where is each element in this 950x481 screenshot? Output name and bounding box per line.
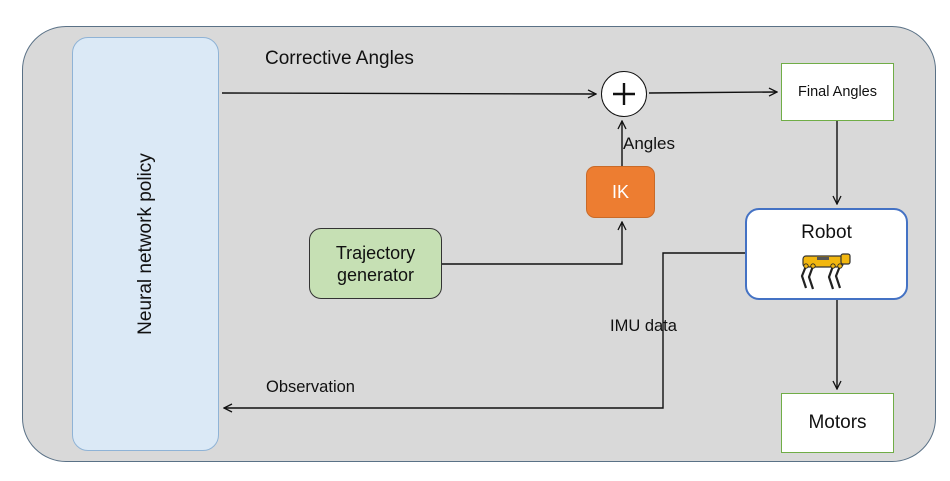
plus-icon [612, 82, 635, 105]
observation-label: Observation [266, 378, 355, 396]
trajectory-generator-label-line1: Trajectory [335, 242, 416, 263]
final-angles-label: Final Angles [798, 84, 877, 100]
sum-to-final-angles-arrow [648, 92, 777, 93]
sum-junction [601, 71, 647, 117]
motors-label: Motors [808, 412, 867, 433]
robot-label: Robot [801, 222, 852, 243]
corrective-angles-arrow [221, 93, 596, 94]
angles-label: Angles [623, 134, 675, 153]
trajectory-generator-box: Trajectory generator [309, 228, 442, 299]
robot-box: Robot [745, 208, 908, 300]
ik-box: IK [586, 166, 655, 218]
final-angles-box: Final Angles [781, 63, 894, 121]
motors-box: Motors [781, 393, 894, 453]
neural-network-policy-box [72, 37, 219, 451]
imu-observation-feedback-arrow [224, 252, 745, 408]
quadruped-robot-icon [800, 253, 851, 290]
imu-data-label: IMU data [610, 317, 677, 335]
trajectory-to-ik-arrow [442, 222, 622, 265]
corrective-angles-label: Corrective Angles [265, 48, 414, 69]
trajectory-generator-label-line2: generator [336, 264, 415, 285]
ik-label: IK [611, 181, 629, 202]
